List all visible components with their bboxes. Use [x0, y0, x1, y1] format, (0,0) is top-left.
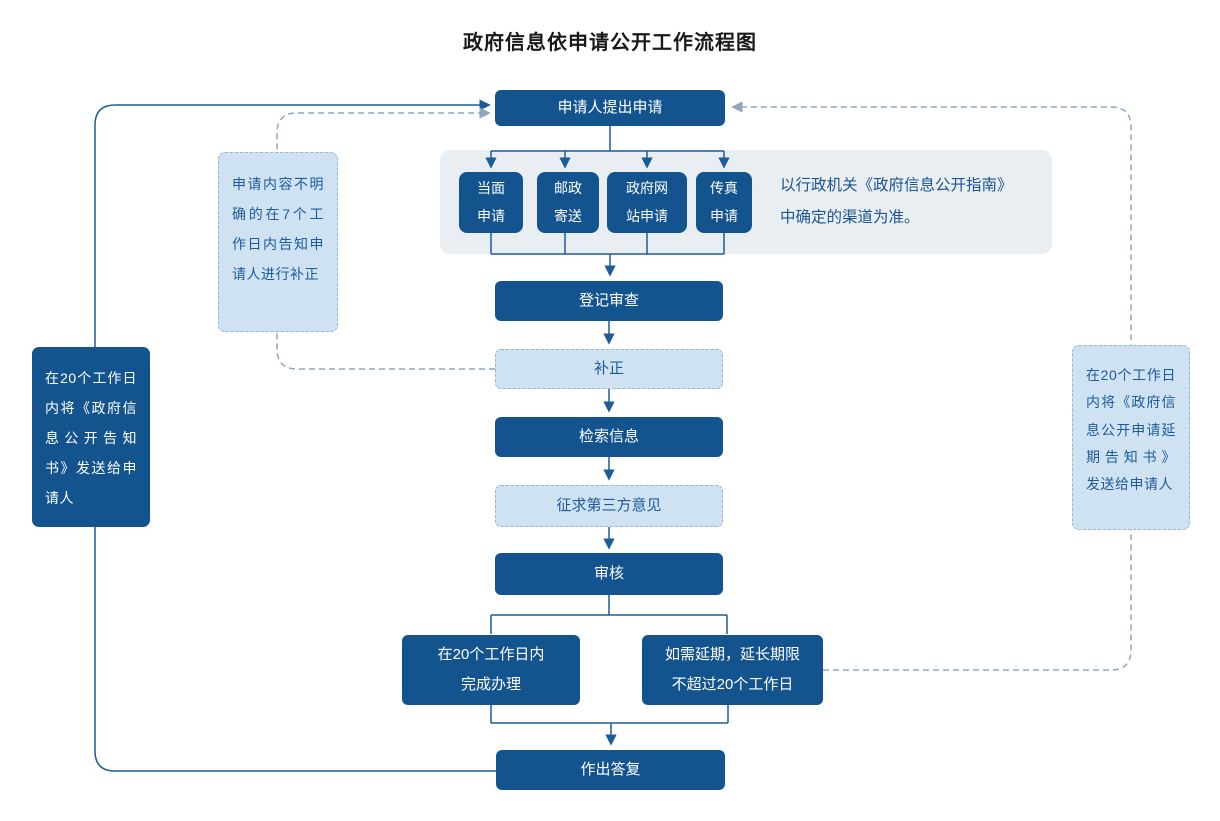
- node-channel-post: 邮政 寄送: [537, 172, 599, 233]
- diagram-title: 政府信息依申请公开工作流程图: [463, 32, 757, 54]
- node-channel-website: 政府网 站申请: [607, 172, 687, 233]
- correction-loop-dashed: [276, 107, 495, 370]
- node-extend: 如需延期，延长期限 不超过20个工作日: [642, 635, 823, 705]
- correction-notice-box: 申请内容不明确的在7个工作日内告知申请人进行补正: [218, 152, 338, 332]
- solid-connector-segments: [490, 126, 729, 724]
- node-complete: 在20个工作日内 完成办理: [402, 635, 580, 705]
- node-register: 登记审查: [495, 281, 723, 321]
- node-search: 检索信息: [495, 417, 723, 457]
- left-notice-box: 在20个工作日内将《政府信息公开告知书》发送给申请人: [32, 347, 150, 527]
- node-correction: 补正: [495, 349, 723, 389]
- node-apply: 申请人提出申请: [495, 90, 725, 126]
- node-channel-fax: 传真 申请: [696, 172, 752, 233]
- channel-note: 以行政机关《政府信息公开指南》 中确定的渠道为准。: [780, 177, 1013, 226]
- node-channel-inperson: 当面 申请: [459, 172, 523, 233]
- node-reply: 作出答复: [496, 750, 725, 790]
- node-third-party: 征求第三方意见: [495, 485, 723, 527]
- extension-notice-box: 在20个工作日内将《政府信息公开申请延期告知书》 发送给申请人: [1072, 345, 1190, 530]
- node-review: 审核: [495, 553, 723, 595]
